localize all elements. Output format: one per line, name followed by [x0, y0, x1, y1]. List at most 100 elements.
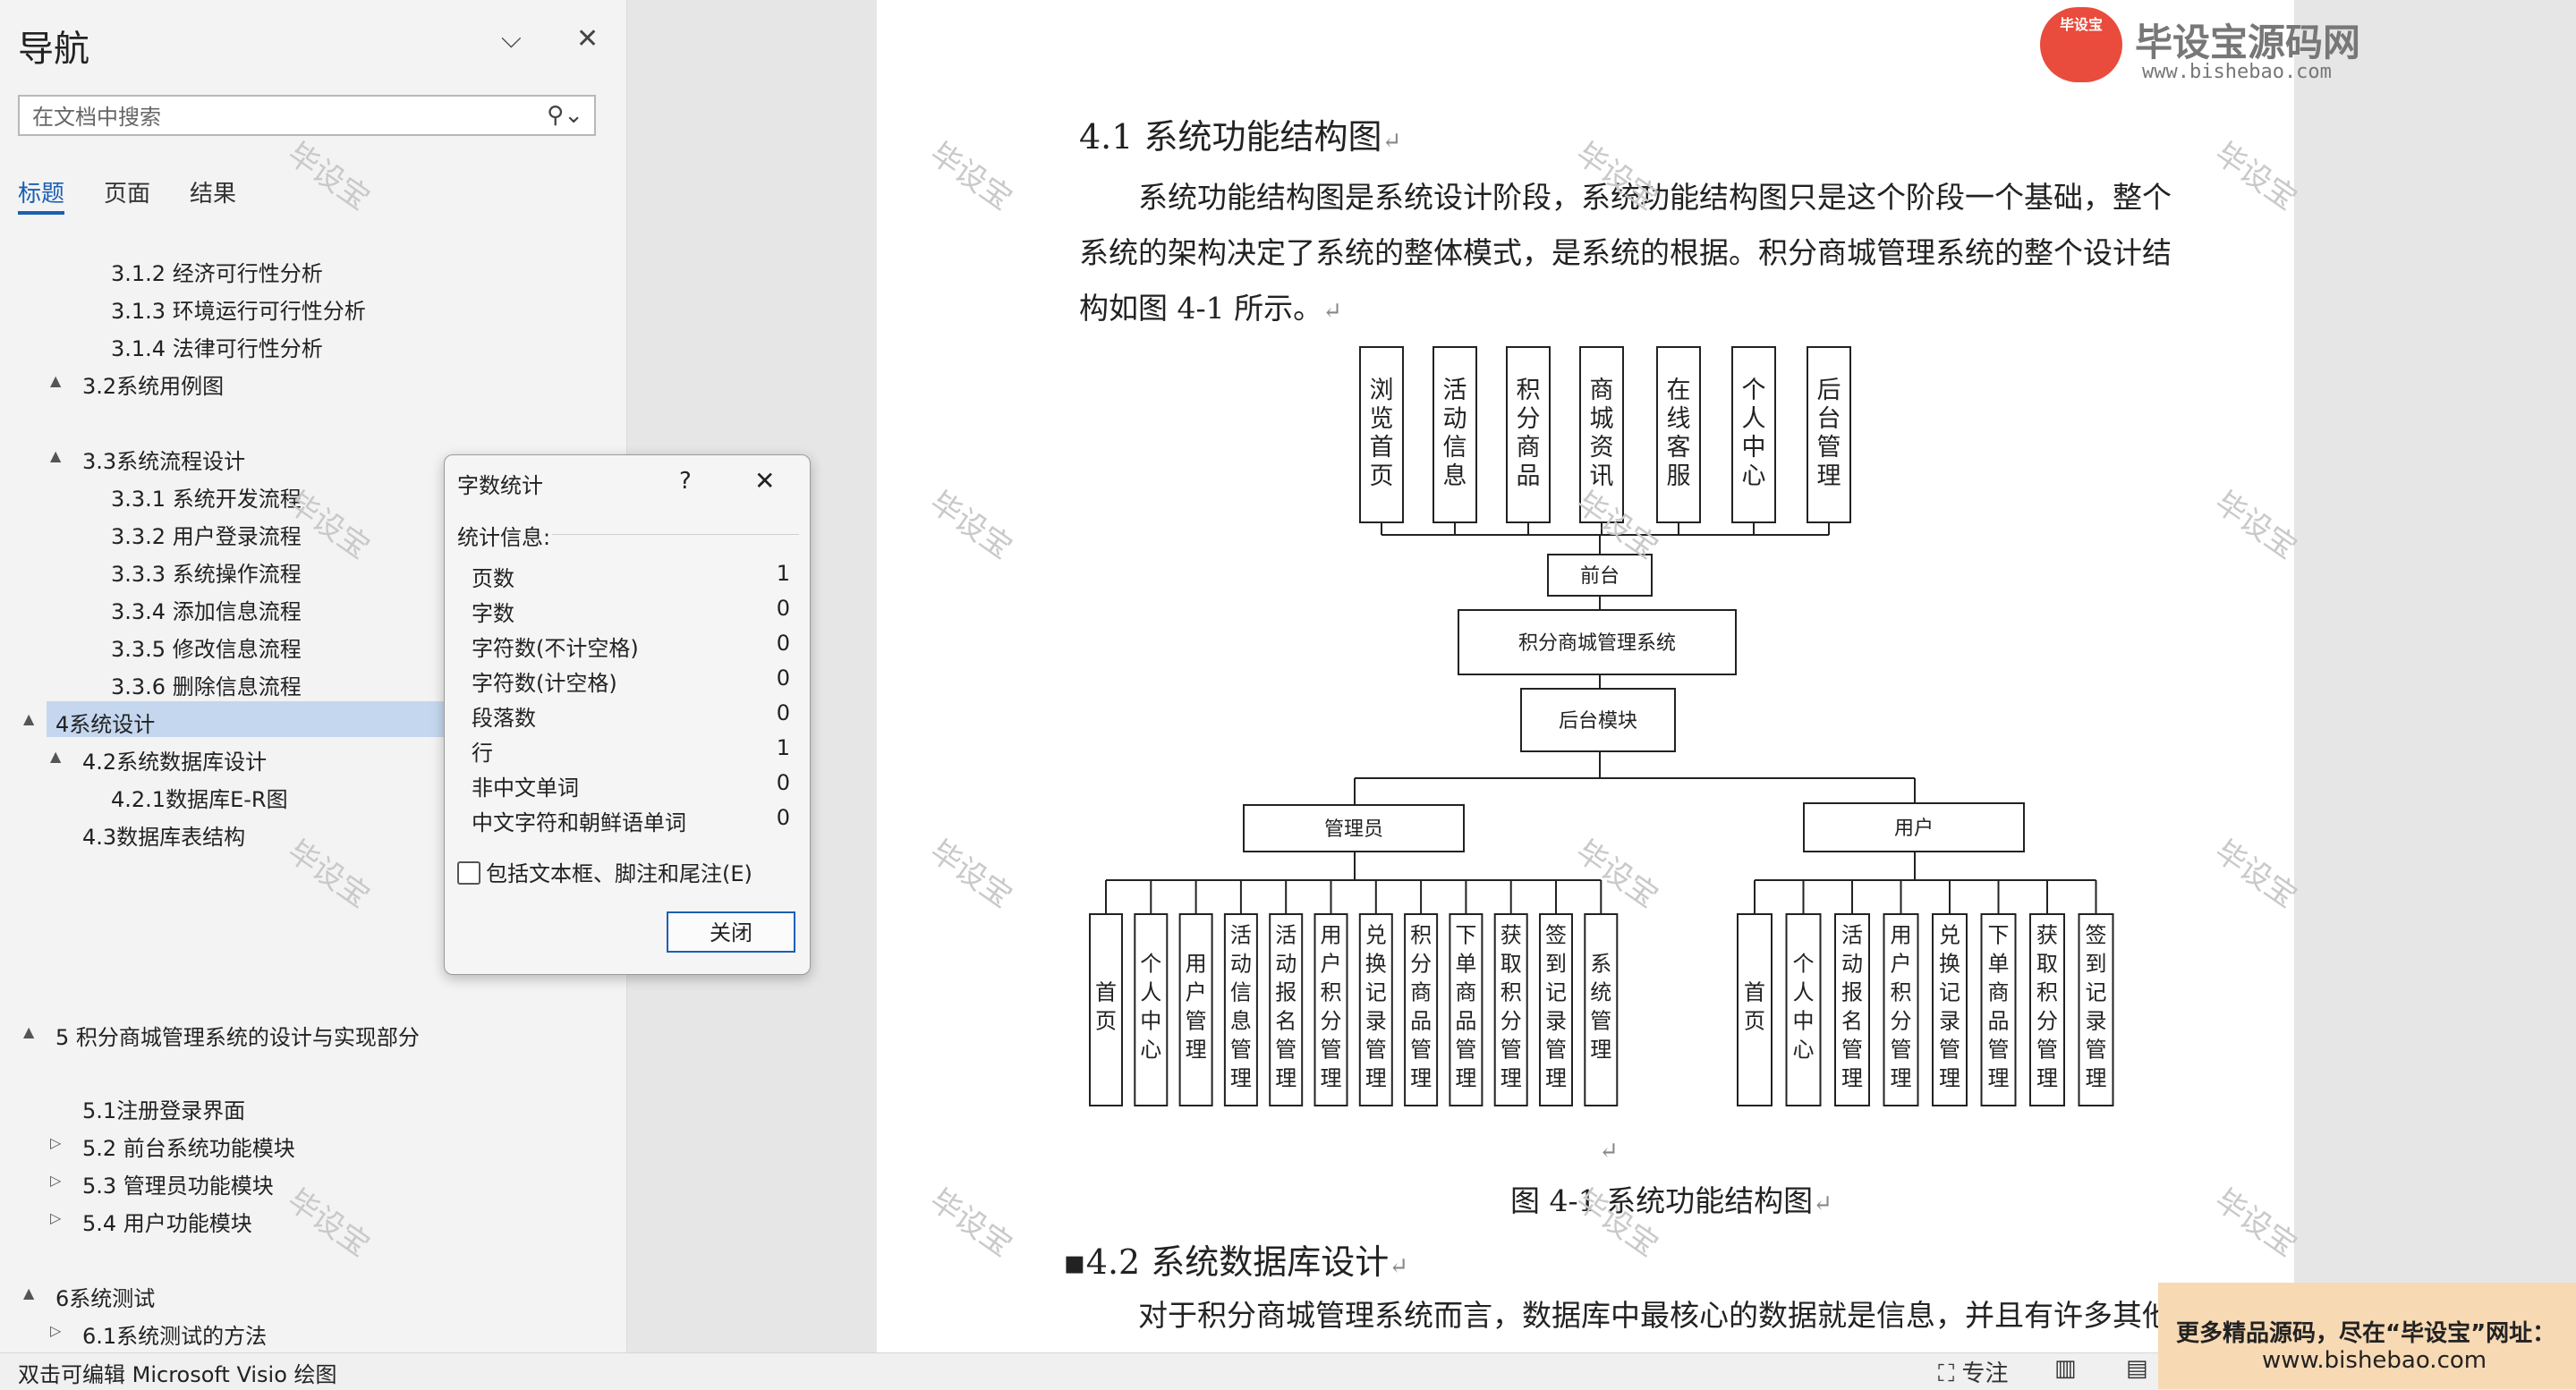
admin-module-char: 个 [1140, 951, 1161, 976]
paragraph-line: 构如图 4-1 所示。↵ [1079, 291, 1342, 326]
promo-banner[interactable]: 更多精品源码，尽在“毕设宝”网址： www.bishebao.com [2158, 1283, 2576, 1389]
admin-module-char: 人 [1140, 979, 1161, 1004]
collapse-arrow-icon[interactable]: ▲ [50, 372, 62, 389]
nav-heading-label: 3.3.1 系统开发流程 [111, 487, 302, 512]
paragraph-mark: ↵ [1599, 1138, 1619, 1165]
front-module-char: 理 [1817, 462, 1841, 490]
admin-module-char: 分 [1501, 1008, 1522, 1033]
read-mode-icon[interactable]: ▥ [2054, 1355, 2077, 1382]
admin-module-char: 户 [1186, 979, 1207, 1004]
tab-pages[interactable]: 页面 [104, 181, 151, 208]
backend-node-label: 后台模块 [1559, 710, 1637, 733]
nav-heading-item[interactable]: ▷5.4 用户功能模块 [0, 1200, 617, 1236]
tab-results[interactable]: 结果 [190, 181, 237, 208]
user-module-char: 积 [2036, 979, 2058, 1004]
user-module-char: 管 [1939, 1037, 1960, 1062]
user-module-char: 管 [2036, 1037, 2058, 1062]
admin-module-box [1539, 913, 1573, 1106]
checkbox-icon[interactable] [457, 861, 480, 885]
collapse-arrow-icon[interactable]: ▲ [50, 748, 62, 765]
search-box[interactable]: ⚲⌄ [18, 95, 596, 136]
close-button[interactable]: 关闭 [667, 911, 795, 953]
document-page[interactable]: 毕设宝 毕设宝源码网 www.bishebao.com 4.1 系统功能结构图↵… [877, 0, 2360, 1352]
nav-heading-item[interactable]: 3.3.5 修改信息流程 [0, 626, 617, 662]
front-module-char: 动 [1443, 405, 1467, 433]
admin-module-char: 管 [1501, 1037, 1522, 1062]
expand-arrow-icon[interactable]: ▷ [50, 1209, 62, 1226]
admin-module-char: 单 [1455, 951, 1476, 976]
focus-button[interactable]: ⛶ 专注 [1938, 1360, 2009, 1387]
system-node-label: 积分商城管理系统 [1518, 632, 1676, 655]
admin-module-char: 管 [1365, 1037, 1387, 1062]
user-module-char: 管 [1988, 1037, 2010, 1062]
nav-heading-item[interactable]: ▲3.3系统流程设计 [0, 438, 617, 474]
collapse-arrow-icon[interactable]: ▲ [50, 447, 62, 464]
stat-value: 0 [776, 805, 790, 830]
nav-heading-item[interactable]: ▲4.2系统数据库设计 [0, 739, 617, 775]
admin-module-char: 用 [1321, 922, 1342, 947]
paragraph-line: 对于积分商城管理系统而言，数据库中最核心的数据就是信息，并且有许多其他 [1138, 1298, 2172, 1333]
nav-heading-item[interactable]: 3.3.4 添加信息流程 [0, 589, 617, 624]
system-node-box [1458, 609, 1737, 675]
admin-module-char: 记 [1545, 979, 1567, 1004]
nav-heading-item[interactable]: 3.3.2 用户登录流程 [0, 513, 617, 549]
help-icon[interactable]: ? [679, 468, 692, 495]
admin-module-char: 分 [1321, 1008, 1342, 1033]
active-tab-indicator [18, 211, 64, 215]
chevron-down-icon[interactable]: ⌵ [501, 23, 522, 55]
search-icon[interactable]: ⚲⌄ [547, 102, 583, 129]
nav-heading-item[interactable]: 3.3.1 系统开发流程 [0, 476, 617, 512]
logo-badge-text: 毕设宝 [2059, 16, 2103, 33]
include-textbox-checkbox[interactable]: 包括文本框、脚注和尾注(E) [457, 856, 752, 887]
admin-module-char: 理 [1455, 1065, 1476, 1090]
front-module-char: 人 [1742, 405, 1766, 433]
expand-arrow-icon[interactable]: ▷ [50, 1134, 62, 1151]
nav-heading-label: 3.3.2 用户登录流程 [111, 524, 302, 549]
stat-value: 0 [776, 770, 790, 795]
nav-heading-item[interactable]: 3.1.4 法律可行性分析 [0, 326, 617, 361]
nav-heading-item[interactable]: ▲6系统测试 [0, 1276, 617, 1311]
nav-heading-item[interactable]: 5.1注册登录界面 [0, 1088, 617, 1123]
collapse-arrow-icon[interactable]: ▲ [23, 1284, 35, 1301]
nav-heading-item[interactable]: 4.2.1数据库E-R图 [0, 776, 617, 812]
nav-heading-item[interactable]: 4.3数据库表结构 [0, 814, 617, 850]
nav-heading-label: 5.3 管理员功能模块 [82, 1174, 274, 1199]
stat-name: 页数 [472, 566, 514, 591]
nav-heading-item[interactable]: ▲4系统设计 [23, 701, 447, 737]
front-module-char: 资 [1590, 434, 1614, 462]
admin-node-label: 管理员 [1324, 818, 1383, 841]
nav-heading-item[interactable]: 3.3.3 系统操作流程 [0, 551, 617, 587]
focus-icon: ⛶ [1938, 1360, 1955, 1387]
admin-module-char: 分 [1410, 951, 1432, 976]
close-icon[interactable]: ✕ [754, 466, 776, 496]
nav-heading-item[interactable]: ▲5 积分商城管理系统的设计与实现部分 [0, 1014, 617, 1050]
front-module-char: 在 [1667, 377, 1691, 404]
user-module-char: 积 [1891, 979, 1912, 1004]
function-structure-diagram[interactable]: 浏览首页活动信息积分商品商城资讯在线客服个人中心后台管理前台积分商城管理系统后台… [877, 331, 2294, 1136]
tab-headings[interactable]: 标题 [18, 181, 65, 208]
nav-heading-item[interactable]: 3.1.2 经济可行性分析 [0, 250, 617, 286]
nav-heading-item[interactable]: ▷ 5.3 管理员功能模块 [0, 1163, 617, 1199]
expand-arrow-icon[interactable]: ▷ [50, 1172, 62, 1189]
user-module-char: 理 [2086, 1065, 2107, 1090]
collapse-arrow-icon[interactable]: ▲ [23, 1023, 35, 1040]
print-layout-icon[interactable]: ▤ [2126, 1355, 2148, 1382]
nav-heading-item[interactable]: ▲3.2系统用例图 [0, 363, 617, 399]
user-module-char: 获 [2036, 922, 2058, 947]
expand-arrow-icon[interactable]: ▷ [50, 1322, 62, 1339]
search-input[interactable] [30, 102, 535, 132]
close-icon[interactable]: ✕ [576, 23, 599, 55]
front-module-box [1506, 346, 1551, 523]
nav-heading-item[interactable]: ▷5.2 前台系统功能模块 [0, 1125, 617, 1161]
admin-module-char: 理 [1321, 1065, 1342, 1090]
admin-module-char: 中 [1140, 1008, 1161, 1033]
admin-module-char: 取 [1501, 951, 1522, 976]
nav-heading-item[interactable]: ▷6.1系统测试的方法 [0, 1313, 617, 1349]
user-module-char: 心 [1793, 1037, 1815, 1062]
collapse-arrow-icon[interactable]: ▲ [23, 710, 35, 727]
nav-heading-item[interactable]: 3.3.6 删除信息流程 [0, 664, 617, 699]
nav-heading-item[interactable]: 3.1.3 环境运行可行性分析 [0, 288, 617, 324]
